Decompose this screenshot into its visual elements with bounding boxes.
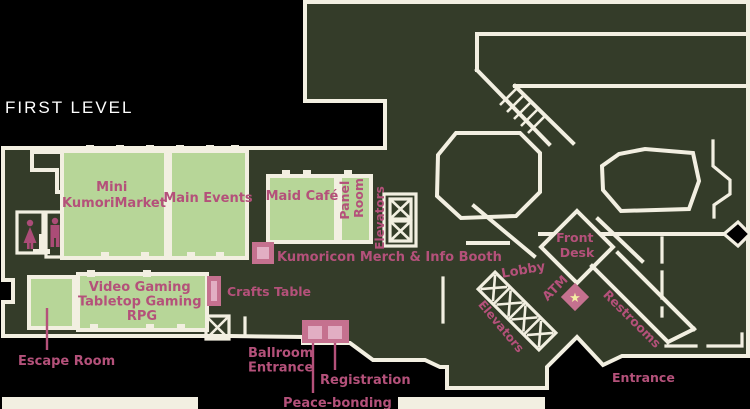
female-figure-icon: [23, 219, 37, 249]
room-escape: [27, 275, 76, 330]
room-maid-cafe: [266, 174, 338, 244]
atm-star-icon: ★: [569, 291, 581, 306]
registration-desk-icon: [302, 320, 349, 343]
label-peace-bonding: Peace-bonding: [283, 396, 392, 409]
front-desk-room: [538, 208, 616, 286]
restrooms-corridor-walls: [589, 250, 697, 345]
crafts-table-icon: [207, 276, 221, 306]
bottom-wall-left: [2, 397, 198, 409]
hexagon-room-outline: [599, 146, 702, 214]
room-main-events: [168, 149, 249, 260]
male-figure-icon: [50, 217, 60, 247]
atm-icon: ★: [560, 282, 590, 312]
label-merch-booth: Kumoricon Merch & Info Booth: [277, 250, 502, 265]
label-entrance: Entrance: [612, 370, 675, 385]
elevators-diagonal-icon: [475, 269, 559, 353]
zigzag-wall: [711, 139, 732, 219]
label-maid-cafe: Maid Café: [266, 189, 339, 204]
upper-corridor-walls: [474, 32, 750, 147]
label-crafts-table: Crafts Table: [227, 284, 311, 299]
rotunda-outline: [434, 131, 542, 221]
label-front-desk: Front Desk: [556, 230, 598, 260]
elevators-center-icon: [382, 192, 418, 248]
label-panel-room: Panel Room: [337, 176, 366, 219]
label-mini-kumorimarket: Mini KumoriMarket: [62, 180, 166, 211]
wall-diamond: [721, 219, 750, 249]
label-video-gaming: Video Gaming Tabletop Gaming RPG: [78, 280, 206, 324]
lobby-diagonal-walls: [441, 203, 645, 324]
room-panel-room: [338, 174, 373, 244]
room-video-gaming: [76, 272, 209, 332]
page-title: FIRST LEVEL: [5, 98, 133, 117]
label-main-events: Main Events: [163, 191, 253, 206]
label-escape-room: Escape Room: [18, 354, 115, 369]
merch-booth-icon: [252, 242, 274, 264]
escalator-icon: [499, 87, 546, 134]
label-ballroom-entrance: Ballroom Entrance: [248, 346, 318, 376]
stairs-icon: [204, 314, 231, 341]
door-ticks: [86, 145, 352, 331]
label-elevators-center: Elevators: [373, 186, 387, 249]
room-mini-kumorimarket: [60, 149, 168, 260]
label-registration: Registration: [320, 373, 411, 388]
left-restrooms: [15, 210, 67, 259]
bottom-wall-right: [398, 397, 545, 409]
